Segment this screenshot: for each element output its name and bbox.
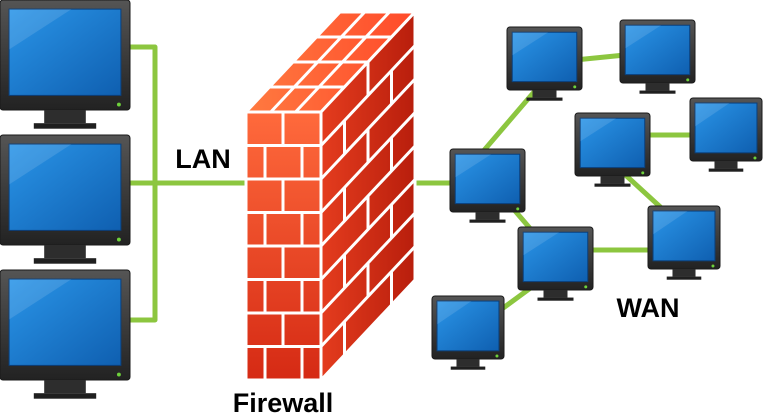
wan-computer-8 <box>431 295 505 370</box>
lan-computer-3 <box>0 269 131 399</box>
wan-link-a <box>477 82 543 158</box>
lan-computer-2 <box>0 134 131 264</box>
wan-computer-7 <box>647 205 721 280</box>
wan-label: WAN <box>617 293 680 323</box>
wan-computer-4 <box>689 97 763 172</box>
wan-computer-5 <box>449 148 526 223</box>
firewall-wall <box>242 8 419 384</box>
computers <box>0 0 763 399</box>
wan-computer-2 <box>619 19 696 94</box>
wan-computer-3 <box>574 112 651 187</box>
firewall-label: Firewall <box>233 388 334 418</box>
wan-computer-1 <box>506 26 583 101</box>
lan-computer-1 <box>0 0 131 129</box>
wan-link-b <box>572 52 628 63</box>
lan-label: LAN <box>175 144 231 174</box>
wan-computer-6 <box>517 226 594 301</box>
